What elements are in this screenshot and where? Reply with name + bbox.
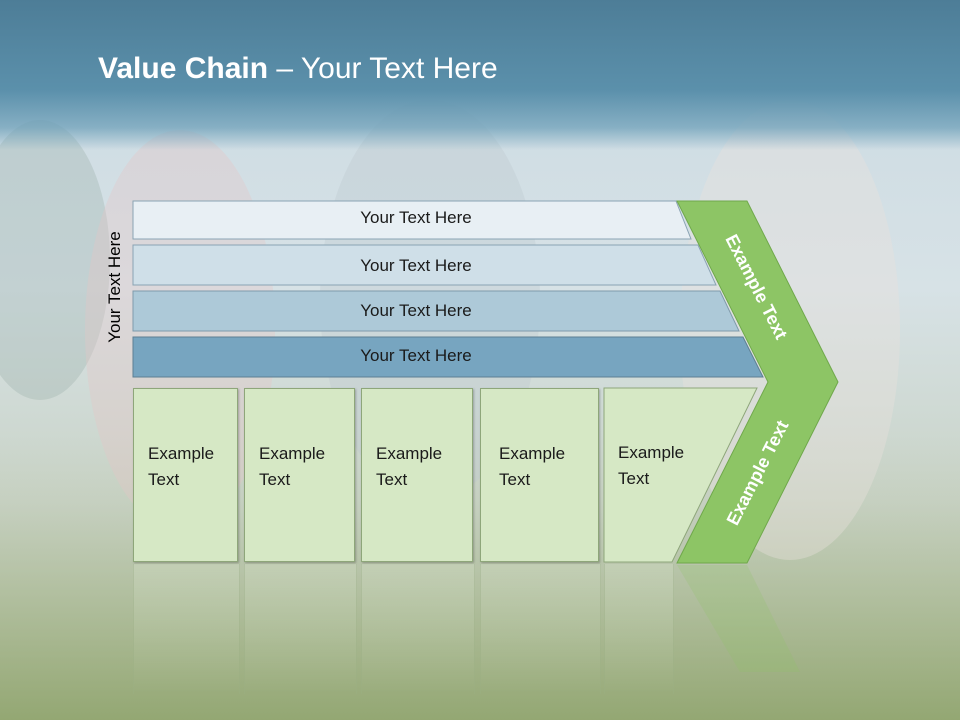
row-band-2 [132, 244, 717, 286]
reflection-shapes [677, 565, 800, 672]
title-bold: Value Chain [98, 52, 269, 85]
title-band [0, 0, 960, 150]
box-1-line2: Text [148, 470, 180, 489]
box-last-shape [603, 387, 758, 563]
box-1-line1: Example [148, 444, 215, 463]
box-2-line1: Example [259, 444, 326, 463]
box-5-line2: Text [618, 469, 650, 488]
row-label-4: Your Text Here [360, 346, 472, 365]
chevron-arrow [676, 200, 839, 564]
slide-title: Value Chain – Your Text Here [98, 52, 498, 86]
box-4-line1: Example [499, 444, 566, 463]
row-label-1: Your Text Here [360, 208, 472, 227]
box-3-line2: Text [376, 470, 408, 489]
row-band-3 [132, 290, 740, 332]
box-5-line1: Example [618, 443, 685, 462]
title-rest: – Your Text Here [268, 52, 498, 85]
row-label-2: Your Text Here [360, 256, 472, 275]
row-label-3: Your Text Here [360, 301, 472, 320]
row-band-4 [132, 336, 764, 378]
box-2-line2: Text [259, 470, 291, 489]
row-band-1 [132, 200, 692, 240]
box-4-line2: Text [499, 470, 531, 489]
box-3-line1: Example [376, 444, 443, 463]
